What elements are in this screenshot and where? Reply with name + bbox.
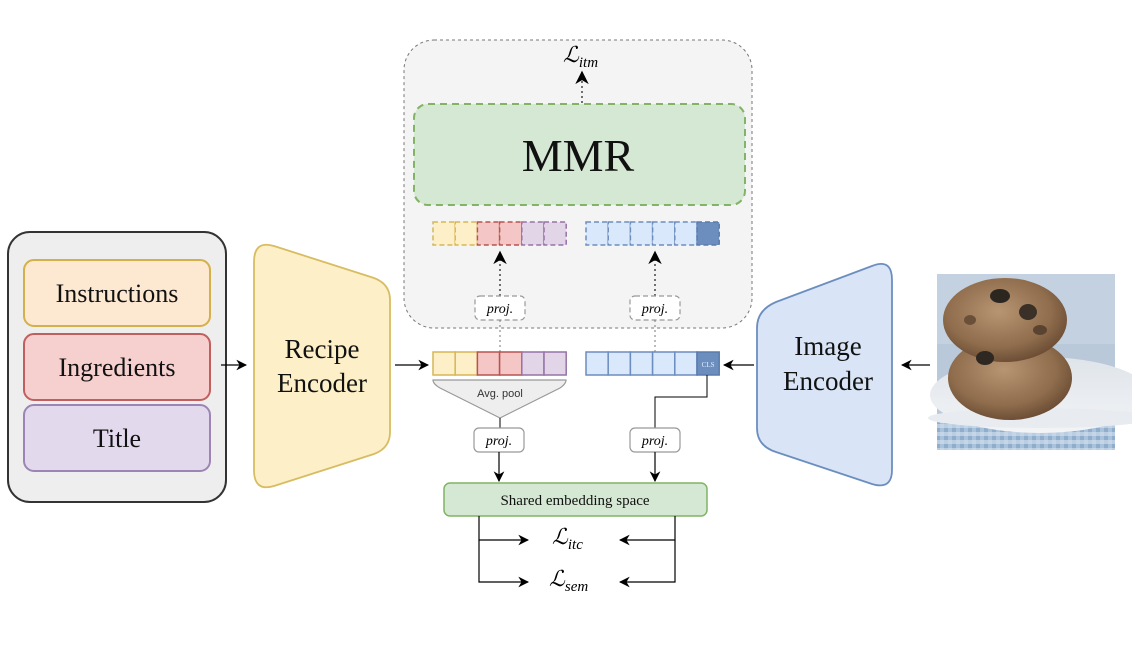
loss-itc-label: ℒitc bbox=[552, 524, 583, 553]
token bbox=[629, 221, 654, 246]
token bbox=[651, 351, 676, 376]
input-item-ingredients: Ingredients bbox=[23, 333, 211, 401]
cls-to-proj-line bbox=[654, 375, 708, 428]
token bbox=[629, 351, 654, 376]
token bbox=[432, 221, 456, 246]
svg-text:proj.: proj. bbox=[485, 434, 512, 449]
token bbox=[543, 221, 567, 246]
token bbox=[607, 221, 632, 246]
shared-to-sem-right bbox=[618, 540, 676, 588]
mmr-block bbox=[413, 103, 746, 206]
svg-text:proj.: proj. bbox=[486, 302, 513, 317]
token bbox=[476, 351, 501, 376]
input-item-title: Title bbox=[23, 404, 211, 472]
recipe-token-strip bbox=[432, 351, 567, 376]
token bbox=[521, 221, 545, 246]
image-encoder-label: Image bbox=[794, 331, 861, 361]
cls-label: CLS bbox=[702, 361, 715, 369]
token bbox=[696, 221, 720, 246]
svg-text:proj.: proj. bbox=[641, 302, 668, 317]
token bbox=[498, 221, 523, 246]
recipe-encoder-label-2: Encoder bbox=[277, 368, 367, 398]
mmr-image-proj: proj. bbox=[629, 295, 681, 321]
input-item-instructions: Instructions bbox=[23, 259, 211, 327]
token bbox=[521, 351, 545, 376]
svg-text:proj.: proj. bbox=[641, 434, 668, 449]
svg-text:Instructions: Instructions bbox=[56, 279, 179, 308]
mmr-label: MMR bbox=[522, 130, 635, 181]
token bbox=[585, 221, 609, 246]
recipe-proj: proj. bbox=[473, 427, 525, 453]
avg-pool: Avg. pool bbox=[432, 379, 567, 419]
token bbox=[498, 351, 523, 376]
svg-text:Ingredients: Ingredients bbox=[59, 353, 176, 382]
token bbox=[674, 351, 698, 376]
shared-to-itc-left bbox=[478, 516, 530, 546]
shared-to-itc-right bbox=[618, 516, 676, 546]
recipe-encoder bbox=[253, 243, 391, 489]
shared-embedding-space bbox=[443, 482, 708, 517]
shared-embedding-label: Shared embedding space bbox=[500, 493, 649, 509]
svg-text:Title: Title bbox=[93, 424, 141, 453]
shared-to-sem-left bbox=[478, 540, 530, 588]
image-token-strip: CLS bbox=[585, 351, 720, 376]
token bbox=[585, 351, 609, 376]
recipe-encoder-label: Recipe bbox=[285, 334, 360, 364]
token bbox=[543, 351, 567, 376]
cookie-photo bbox=[928, 274, 1132, 450]
token bbox=[651, 221, 676, 246]
loss-itm-label: ℒitm bbox=[563, 42, 598, 71]
image-encoder bbox=[756, 262, 893, 487]
token bbox=[454, 351, 479, 376]
token bbox=[476, 221, 501, 246]
token bbox=[432, 351, 456, 376]
token bbox=[454, 221, 479, 246]
token bbox=[674, 221, 698, 246]
image-encoder-label-2: Encoder bbox=[783, 366, 873, 396]
loss-sem-label: ℒsem bbox=[549, 566, 588, 595]
svg-text:Avg. pool: Avg. pool bbox=[477, 388, 523, 400]
mmr-image-token-strip bbox=[585, 221, 720, 246]
mmr-recipe-proj: proj. bbox=[474, 295, 526, 321]
mmr-recipe-token-strip bbox=[432, 221, 567, 246]
image-proj: proj. bbox=[629, 427, 681, 453]
token bbox=[607, 351, 632, 376]
cls-token bbox=[696, 351, 720, 376]
